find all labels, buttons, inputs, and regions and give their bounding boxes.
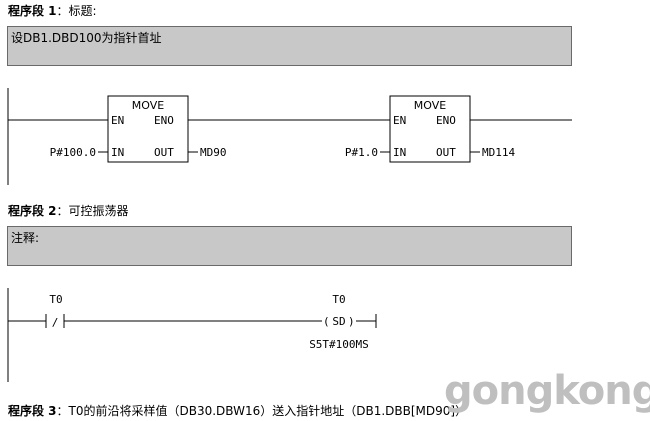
move-2-in-value[interactable]: P#1.0: [345, 146, 378, 159]
move-1-eno: ENO: [154, 114, 174, 127]
network-2-title: ：可控振荡器: [56, 204, 129, 218]
network-2-ladder: T0 / T0 ( SD ) S5T#100MS: [7, 288, 377, 382]
move-2-en: EN: [393, 114, 406, 127]
network-1-comment-box[interactable]: 设DB1.DBD100为指针首址: [7, 26, 572, 66]
coil-symbol: SD: [332, 315, 345, 328]
coil-parameter: S5T#100MS: [309, 338, 369, 351]
move-2-in-pin: IN: [393, 146, 406, 159]
network-1-header[interactable]: 程序段 1：标题:: [8, 2, 97, 19]
move-1-name: MOVE: [132, 99, 164, 112]
network-3-header[interactable]: 程序段 3：T0的前沿将采样值（DB30.DBW16）送入指针地址（DB1.DB…: [8, 402, 467, 419]
network-2-label: 程序段 2: [8, 204, 57, 218]
coil-operand: T0: [332, 293, 345, 306]
contact-symbol: /: [52, 316, 59, 329]
move-box-1: [107, 95, 189, 163]
move-block-2[interactable]: MOVE EN ENO IN OUT: [389, 95, 471, 163]
network-1-label: 程序段 1: [8, 4, 57, 18]
coil-right-paren: ): [348, 315, 355, 328]
move-2-eno: ENO: [436, 114, 456, 127]
network-2-header[interactable]: 程序段 2：可控振荡器: [8, 202, 129, 219]
network-1-ladder: MOVE EN ENO IN OUT P#100.0 MD90 MOVE EN …: [7, 88, 572, 185]
contact-operand: T0: [49, 293, 62, 306]
move-1-out-pin: OUT: [154, 146, 174, 159]
move-1-in-pin: IN: [111, 146, 124, 159]
watermark-logo: gongkong: [444, 368, 650, 414]
move-2-out-value[interactable]: MD114: [482, 146, 515, 159]
move-1-en: EN: [111, 114, 124, 127]
network-1-title: ：标题:: [56, 4, 97, 18]
network-3-title: ：T0的前沿将采样值（DB30.DBW16）送入指针地址（DB1.DBB[MD9…: [56, 404, 468, 418]
network-1-comment-text: 设DB1.DBD100为指针首址: [11, 31, 162, 45]
move-block-1[interactable]: MOVE EN ENO IN OUT: [107, 95, 189, 163]
network-2-comment-box[interactable]: 注释:: [7, 226, 572, 266]
move-1-out-value[interactable]: MD90: [200, 146, 227, 159]
move-1-in-value[interactable]: P#100.0: [50, 146, 96, 159]
move-2-out-pin: OUT: [436, 146, 456, 159]
network-3-label: 程序段 3: [8, 404, 57, 418]
nc-contact-t0[interactable]: T0 /: [45, 293, 65, 329]
move-2-name: MOVE: [414, 99, 446, 112]
sd-coil-t0[interactable]: T0 ( SD ) S5T#100MS: [309, 293, 369, 351]
move-box-2: [389, 95, 471, 163]
network-2-comment-text: 注释:: [11, 231, 40, 245]
coil-left-paren: (: [323, 315, 330, 328]
